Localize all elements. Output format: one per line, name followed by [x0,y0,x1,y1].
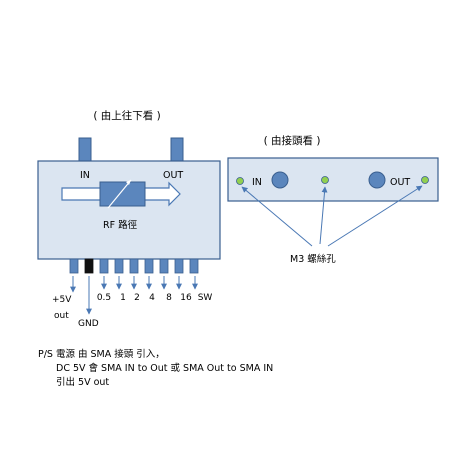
pin-sw [189,258,199,274]
rf-component-block [99,181,146,207]
pin-label: 1 [120,293,126,303]
pin-arrows [70,276,198,315]
screw-hole-3 [421,176,429,184]
pin-0-5 [99,258,109,274]
pin-label-out: out [54,311,69,321]
end-in-connector [271,171,289,189]
pin-4 [144,258,154,274]
adjust-arrow [107,179,132,209]
pin-16 [174,258,184,274]
end-view-box [227,157,439,202]
pin-label-gnd: GND [78,319,99,329]
pin-label: 4 [149,293,155,303]
rf-path-label: RF 路徑 [103,219,138,231]
pin-row [69,258,199,274]
end-view-caption: ( 由接頭看 ) [264,134,321,147]
pin-8 [159,258,169,274]
screw-arrow-2 [319,186,328,245]
end-out-label: OUT [390,177,410,188]
pin-label: 0.5 [97,293,111,303]
pin-5v [69,258,79,274]
screw-hole-label: M3 螺絲孔 [290,253,336,265]
end-out-connector [368,171,386,189]
pin-label: 2 [134,293,140,303]
pin-2 [129,258,139,274]
screw-arrows [241,185,423,247]
top-in-label: IN [80,170,90,181]
screw-arrow-1 [241,186,313,247]
sma-in-connector [78,137,92,162]
top-out-label: OUT [163,170,183,181]
pin-label-5v: +5V [52,295,72,305]
pin-label: 8 [166,293,172,303]
adjust-arrow-head [126,180,131,185]
screw-hole-1 [236,177,244,185]
pin-label: SW [198,293,213,303]
pin-1 [114,258,124,274]
pin-label: 16 [180,293,192,303]
note-line-2: DC 5V 會 SMA IN to Out 或 SMA Out to SMA I… [56,363,274,374]
end-in-label: IN [252,177,262,188]
top-view-box [37,160,221,260]
top-view-caption: ( 由上往下看 ) [93,109,160,122]
pin-gnd [84,258,94,274]
sma-out-connector [170,137,184,162]
screw-hole-2 [321,176,329,184]
note-line-3: 引出 5V out [56,377,110,388]
screw-arrow-3 [327,185,423,247]
note-line-1: P/S 電源 由 SMA 接頭 引入， [38,349,165,360]
notes-block: P/S 電源 由 SMA 接頭 引入， DC 5V 會 SMA IN to Ou… [38,348,273,390]
